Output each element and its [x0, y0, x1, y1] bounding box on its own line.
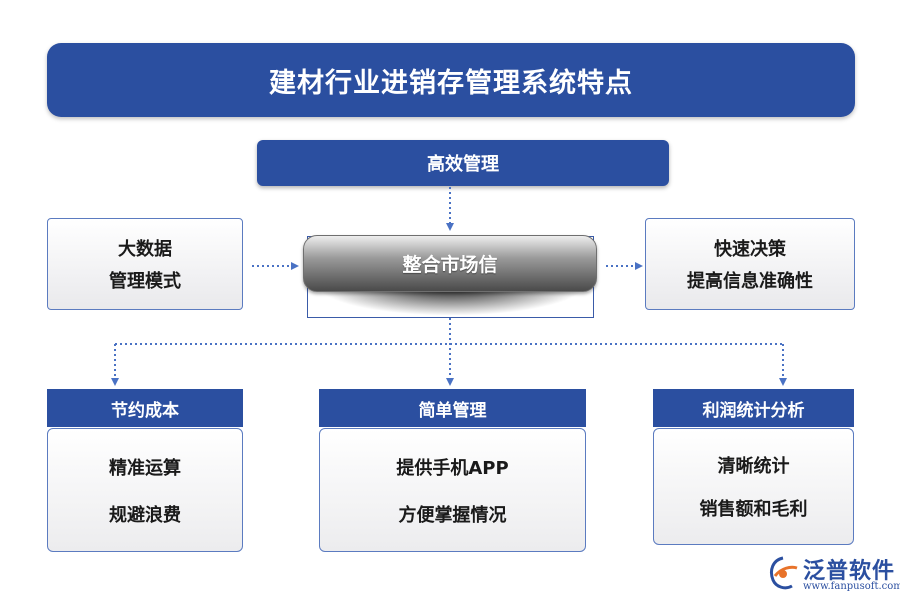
category-header-3-label: 利润统计分析 — [702, 400, 805, 421]
category-header-2: 简单管理 — [319, 389, 586, 427]
left-box: 大数据 管理模式 — [47, 218, 243, 310]
center-node-label: 整合市场信 — [402, 254, 498, 276]
top-node: 高效管理 — [257, 140, 669, 186]
fanpu-logo-icon — [769, 556, 798, 590]
right-box-line-2: 提高信息准确性 — [687, 271, 813, 292]
category-1-item-1: 精准运算 — [109, 457, 181, 479]
category-body-2: 提供手机APP 方便掌握情况 — [319, 428, 586, 552]
center-node: 整合市场信 — [303, 235, 597, 292]
company-logo: 泛普软件 www.fanpusoft.com — [765, 550, 900, 600]
category-header-1: 节约成本 — [47, 389, 243, 427]
category-3-item-1: 清晰统计 — [717, 455, 790, 477]
category-header-3: 利润统计分析 — [653, 389, 854, 427]
left-box-line-2: 管理模式 — [109, 271, 181, 292]
category-2-item-2: 方便掌握情况 — [398, 504, 507, 526]
category-body-3: 清晰统计 销售额和毛利 — [653, 428, 854, 545]
right-box: 快速决策 提高信息准确性 — [645, 218, 855, 310]
category-3-item-2: 销售额和毛利 — [699, 499, 808, 521]
top-node-label: 高效管理 — [427, 154, 499, 175]
logo-name: 泛普软件 — [803, 559, 896, 584]
left-box-line-1: 大数据 — [118, 239, 172, 260]
logo-url: www.fanpusoft.com — [803, 581, 900, 592]
title-banner: 建材行业进销存管理系统特点 — [47, 43, 855, 117]
category-1-item-2: 规避浪费 — [109, 504, 181, 526]
category-header-1-label: 节约成本 — [111, 400, 179, 421]
category-header-2-label: 简单管理 — [418, 400, 487, 421]
category-2-item-1: 提供手机APP — [396, 457, 509, 479]
category-body-1: 精准运算 规避浪费 — [47, 428, 243, 552]
right-box-line-1: 快速决策 — [714, 239, 786, 260]
page-title: 建材行业进销存管理系统特点 — [269, 67, 633, 99]
